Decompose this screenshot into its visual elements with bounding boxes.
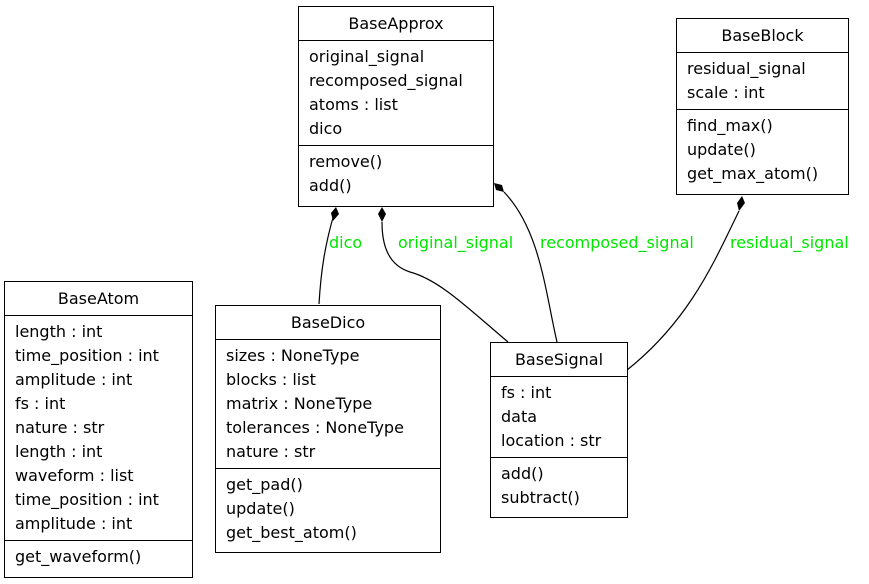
methods-section: get_waveform() (5, 540, 192, 573)
diamond-recomposed-signal (494, 183, 504, 192)
method: add() (501, 464, 544, 483)
attribute: amplitude : int (15, 370, 133, 389)
methods-section: get_pad() update() get_best_atom() (216, 468, 440, 549)
class-base-atom[interactable]: BaseAtom length : int time_position : in… (4, 281, 193, 578)
method: get_best_atom() (226, 523, 357, 542)
attribute: time_position : int (15, 490, 159, 509)
class-title: BaseApprox (299, 7, 493, 41)
method: remove() (309, 152, 383, 171)
edge-label-original-signal: original_signal (398, 233, 514, 252)
edge-recomposed-signal (503, 191, 558, 343)
attribute: time_position : int (15, 346, 159, 365)
attribute: nature : str (15, 418, 105, 437)
edge-original-signal (381, 221, 509, 343)
attributes-section: residual_signal scale : int (677, 53, 848, 109)
attribute: matrix : NoneType (226, 394, 373, 413)
attributes-section: sizes : NoneType blocks : list matrix : … (216, 340, 440, 468)
class-title: BaseBlock (677, 19, 848, 53)
attribute: recomposed_signal (309, 71, 463, 90)
edge-label-recomposed-signal: recomposed_signal (540, 233, 694, 252)
diamond-dico (331, 207, 339, 221)
methods-section: remove() add() (299, 145, 493, 202)
attribute: waveform : list (15, 466, 134, 485)
diamond-original-signal (378, 207, 386, 222)
attribute: original_signal (309, 47, 425, 66)
methods-section: find_max() update() get_max_atom() (677, 109, 848, 190)
attributes-section: original_signal recomposed_signal atoms … (299, 41, 493, 145)
methods-section: add() subtract() (491, 457, 627, 514)
class-base-signal[interactable]: BaseSignal fs : int data location : str … (490, 342, 628, 518)
class-base-dico[interactable]: BaseDico sizes : NoneType blocks : list … (215, 305, 441, 553)
attribute: atoms : list (309, 95, 398, 114)
class-base-approx[interactable]: BaseApprox original_signal recomposed_si… (298, 6, 494, 207)
attribute: tolerances : NoneType (226, 418, 404, 437)
method: get_max_atom() (687, 164, 819, 183)
attribute: residual_signal (687, 59, 806, 78)
edge-label-dico: dico (329, 233, 363, 252)
attribute: location : str (501, 431, 602, 450)
class-base-block[interactable]: BaseBlock residual_signal scale : int fi… (676, 18, 849, 195)
method: update() (226, 499, 295, 518)
class-title: BaseSignal (491, 343, 627, 377)
attribute: fs : int (501, 383, 552, 402)
method: update() (687, 140, 756, 159)
attributes-section: length : int time_position : int amplitu… (5, 316, 192, 540)
attribute: fs : int (15, 394, 66, 413)
class-title: BaseAtom (5, 282, 192, 316)
attributes-section: fs : int data location : str (491, 377, 627, 457)
attribute: length : int (15, 442, 103, 461)
method: get_pad() (226, 475, 303, 494)
method: add() (309, 176, 352, 195)
edge-residual-signal (626, 210, 740, 371)
attribute: sizes : NoneType (226, 346, 360, 365)
method: get_waveform() (15, 547, 142, 566)
attribute: scale : int (687, 83, 765, 102)
class-title: BaseDico (216, 306, 440, 340)
attribute: amplitude : int (15, 514, 133, 533)
attribute: length : int (15, 322, 103, 341)
attribute: dico (309, 119, 343, 138)
attribute: nature : str (226, 442, 316, 461)
attribute: data (501, 407, 538, 426)
edge-dico (318, 213, 335, 305)
edge-label-residual-signal: residual_signal (730, 233, 849, 252)
diamond-residual-signal (737, 196, 745, 211)
method: find_max() (687, 116, 773, 135)
attribute: blocks : list (226, 370, 316, 389)
method: subtract() (501, 488, 580, 507)
